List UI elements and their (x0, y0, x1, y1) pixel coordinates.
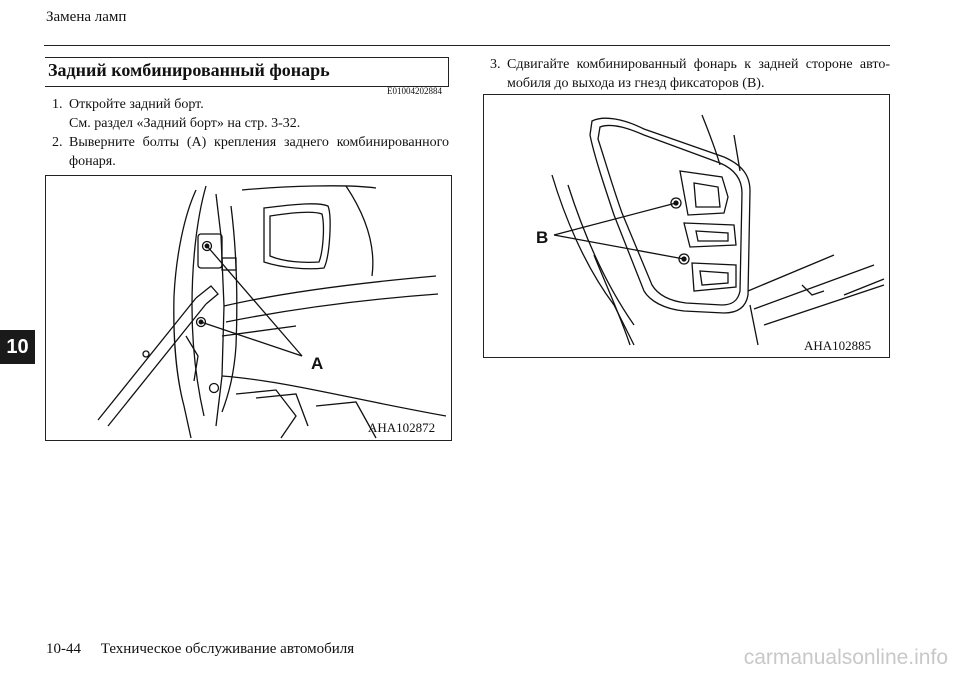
step-text-line: Сдвигайте комбинированный фонарь к задне… (507, 57, 890, 72)
section-title: Задний комбинированный фонарь (48, 60, 330, 80)
section-code: E01004202884 (387, 86, 442, 96)
tail-lamp-illustration (551, 114, 885, 346)
step-text-line: мобиля до выхода из гнезд фиксаторов (B)… (507, 76, 765, 91)
step-text-line: фонаря. (69, 154, 116, 169)
figure-label: AHA102885 (804, 338, 872, 353)
figure-label: AHA102872 (368, 420, 436, 435)
step-3: 3. Сдвигайте комбинированный фонарь к за… (490, 55, 890, 95)
watermark: carmanualsonline.info (743, 646, 948, 669)
callout-b: B (536, 228, 549, 247)
step-number: 3. (490, 57, 501, 72)
step-number: 2. (52, 135, 63, 150)
page-footer: 10-44 Техническое обслуживание автомобил… (46, 641, 354, 658)
callout-a: A (311, 354, 324, 373)
step-text-line: См. раздел «Задний борт» на стр. 3-32. (69, 116, 301, 131)
figure-bolts-a: A AHA102872 (45, 175, 452, 441)
section-title-box: Задний комбинированный фонарь (45, 57, 449, 87)
chapter-tab: 10 (0, 330, 35, 364)
step-2: 2. Выверните болты (A) крепления заднего… (52, 133, 452, 173)
figure-fixators-b: B AHA102885 (483, 94, 890, 358)
running-head: Замена ламп (46, 9, 127, 25)
header-rule (44, 45, 890, 46)
tailgate-illustration (97, 185, 447, 439)
step-1: 1. Откройте задний борт. См. раздел «Зад… (52, 95, 452, 135)
page-number: 10-44 (46, 641, 81, 657)
step-text-line: Откройте задний борт. (69, 97, 204, 112)
step-text-line: Выверните болты (A) крепления заднего ко… (69, 135, 449, 150)
step-number: 1. (52, 97, 63, 112)
footer-title: Техническое обслуживание автомобиля (100, 641, 355, 657)
